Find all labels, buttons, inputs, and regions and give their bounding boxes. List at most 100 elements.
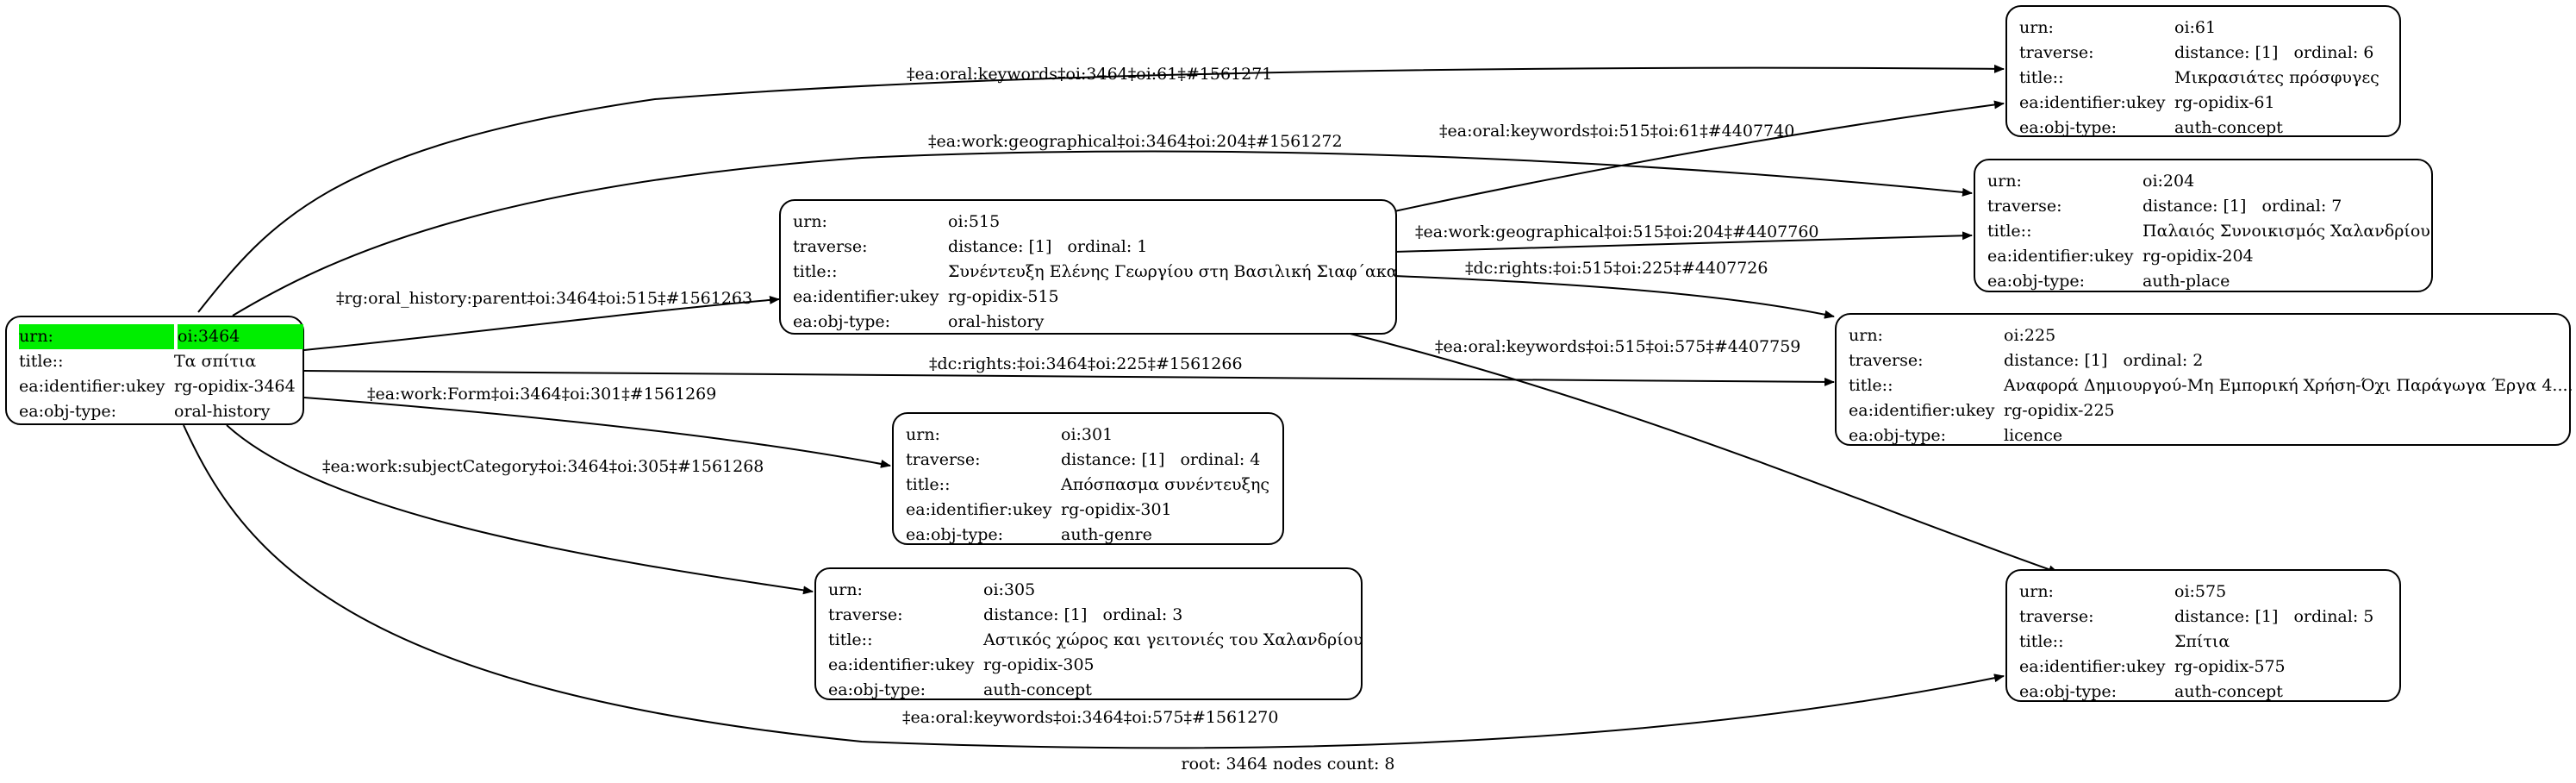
- key-identifier: ea:identifier:ukey: [1987, 247, 2134, 266]
- value-urn: oi:61: [2174, 18, 2217, 37]
- edge-3464-225: [303, 370, 1835, 386]
- value-ordinal: ordinal: 7: [2261, 197, 2342, 216]
- key-urn: urn:: [793, 212, 827, 231]
- row-traverse: traverse:distance: [1]ordinal: 2: [1849, 348, 2557, 373]
- value-ordinal: ordinal: 2: [2123, 351, 2204, 370]
- row-title: title::Αναφορά Δημιουργού-Μη Εμπορική Χρ…: [1849, 373, 2573, 398]
- value-objtype: oral-history: [948, 312, 1045, 331]
- value-urn: oi:204: [2143, 172, 2195, 191]
- row-traverse: traverse:distance: [1]ordinal: 7: [1987, 194, 2419, 219]
- row-title: title::Μικρασιάτες πρόσφυγες: [2019, 66, 2387, 91]
- node-oi-3464[interactable]: urn:oi:3464 title::Τα σπίτια ea:identifi…: [5, 316, 304, 425]
- key-identifier: ea:identifier:ukey: [906, 500, 1052, 519]
- node-oi-575[interactable]: urn:oi:575 traverse:distance: [1]ordinal…: [2005, 569, 2401, 702]
- key-title: title::: [2019, 632, 2064, 651]
- edge-3464-575: [183, 424, 2005, 749]
- value-identifier: rg-opidix-204: [2143, 247, 2254, 266]
- key-title: title::: [2019, 68, 2064, 87]
- value-ordinal: ordinal: 5: [2293, 607, 2374, 626]
- value-ordinal: ordinal: 6: [2293, 43, 2374, 62]
- key-objtype: ea:obj-type:: [2019, 682, 2118, 701]
- value-distance: distance: [1]: [2174, 607, 2279, 626]
- value-identifier: rg-opidix-3464: [174, 377, 296, 396]
- value-title: Σπίτια: [2174, 632, 2230, 651]
- key-title: title::: [1987, 222, 2032, 241]
- value-urn: oi:3464: [178, 324, 303, 349]
- key-objtype: ea:obj-type:: [793, 312, 891, 331]
- value-title: Τα σπίτια: [174, 352, 257, 371]
- node-oi-61[interactable]: urn:oi:61 traverse:distance: [1]ordinal:…: [2005, 5, 2401, 137]
- row-objtype: ea:obj-type: licence: [1849, 423, 2557, 448]
- row-title: title::Συνέντευξη Ελένης Γεωργίου στη Βα…: [793, 260, 1398, 285]
- value-urn: oi:515: [948, 212, 1001, 231]
- row-objtype: ea:obj-type:oral-history: [19, 399, 290, 424]
- key-identifier: ea:identifier:ukey: [793, 287, 939, 306]
- value-ordinal: ordinal: 3: [1102, 605, 1183, 624]
- value-identifier: rg-opidix-575: [2174, 657, 2286, 676]
- value-title: Αστικός χώρος και γειτονιές του Χαλανδρί…: [983, 630, 1363, 649]
- row-title: title::Τα σπίτια: [19, 349, 290, 374]
- value-identifier: rg-opidix-515: [948, 287, 1059, 306]
- value-objtype: auth-place: [2143, 272, 2230, 291]
- row-title: title::Αστικός χώρος και γειτονιές του Χ…: [828, 628, 1363, 653]
- row-objtype: ea:obj-type:auth-concept: [2019, 116, 2387, 141]
- key-objtype: ea:obj-type:: [1987, 272, 2086, 291]
- row-objtype: ea:obj-type:auth-concept: [2019, 680, 2387, 705]
- key-title: title::: [793, 262, 838, 281]
- value-identifier: rg-opidix-301: [1061, 500, 1172, 519]
- edge-label-515-575: ‡ea:oral:keywords‡oi:515‡oi:575‡#4407759: [1435, 337, 1800, 356]
- value-objtype: auth-concept: [983, 680, 1092, 699]
- node-oi-301[interactable]: urn:oi:301 traverse:distance: [1]ordinal…: [892, 412, 1284, 545]
- value-objtype: oral-history: [174, 402, 271, 421]
- edge-515-225: [1394, 275, 1835, 319]
- edge-515-575: [1339, 330, 2059, 574]
- value-distance: distance: [1]: [1061, 450, 1165, 469]
- edge-label-3464-61: ‡ea:oral:keywords‡oi:3464‡oi:61‡#1561271: [907, 65, 1272, 84]
- value-ordinal: ordinal: 1: [1067, 237, 1148, 256]
- node-oi-204[interactable]: urn:oi:204 traverse:distance: [1]ordinal…: [1974, 159, 2433, 292]
- key-urn: urn:: [828, 580, 863, 599]
- node-oi-305[interactable]: urn:oi:305 traverse:distance: [1]ordinal…: [814, 567, 1363, 700]
- key-identifier: ea:identifier:ukey: [2019, 657, 2166, 676]
- value-identifier: rg-opidix-305: [983, 655, 1095, 674]
- value-title: Μικρασιάτες πρόσφυγες: [2174, 68, 2380, 87]
- row-traverse: traverse:distance: [1]ordinal: 3: [828, 603, 1349, 628]
- edge-label-515-225: ‡dc:rights:‡oi:515‡oi:225‡#4407726: [1465, 259, 1768, 278]
- key-urn: urn:: [2019, 18, 2054, 37]
- key-objtype: ea:obj-type:: [1849, 426, 1947, 445]
- edge-3464-61: [197, 64, 2005, 313]
- row-identifier: ea:identifier:ukey rg-opidix-301: [906, 498, 1270, 523]
- node-oi-515[interactable]: urn:oi:515 traverse:distance: [1]ordinal…: [779, 199, 1398, 335]
- key-traverse: traverse:: [1849, 351, 1924, 370]
- key-title: title::: [1849, 376, 1893, 395]
- node-oi-225[interactable]: urn:oi:225 traverse:distance: [1]ordinal…: [1835, 313, 2573, 448]
- row-title: title::Σπίτια: [2019, 630, 2387, 655]
- row-title: title::Παλαιός Συνοικισμός Χαλανδρίου: [1987, 219, 2430, 244]
- row-objtype: ea:obj-type: auth-place: [1987, 269, 2419, 294]
- edge-label-3464-204: ‡ea:work:geographical‡oi:3464‡oi:204‡#15…: [928, 132, 1343, 151]
- row-urn: urn:oi:225: [1849, 323, 2557, 348]
- key-title: title::: [906, 475, 951, 494]
- value-objtype: licence: [2004, 426, 2063, 445]
- row-identifier: ea:identifier:ukey rg-opidix-515: [793, 285, 1383, 310]
- key-traverse: traverse:: [2019, 43, 2094, 62]
- edge-3464-515: [303, 295, 780, 351]
- value-objtype: auth-genre: [1061, 525, 1152, 544]
- key-urn: urn:: [906, 425, 940, 444]
- row-objtype: ea:obj-type: oral-history: [793, 310, 1383, 335]
- value-distance: distance: [1]: [983, 605, 1088, 624]
- row-urn: urn:oi:3464: [19, 324, 303, 349]
- row-objtype: ea:obj-type:auth-genre: [906, 523, 1270, 548]
- graph-footer: root: 3464 nodes count: 8: [1181, 755, 1395, 774]
- value-identifier: rg-opidix-225: [2004, 401, 2115, 420]
- row-urn: urn: oi:515: [793, 210, 1383, 235]
- row-identifier: ea:identifier:ukey rg-opidix-204: [1987, 244, 2419, 269]
- key-objtype: ea:obj-type:: [828, 680, 926, 699]
- value-ordinal: ordinal: 4: [1180, 450, 1261, 469]
- row-title: title::Απόσπασμα συνέντευξης: [906, 473, 1270, 498]
- edge-515-61: [1394, 100, 2005, 212]
- value-distance: distance: [1]: [2143, 197, 2247, 216]
- row-traverse: traverse:distance: [1]ordinal: 4: [906, 448, 1270, 473]
